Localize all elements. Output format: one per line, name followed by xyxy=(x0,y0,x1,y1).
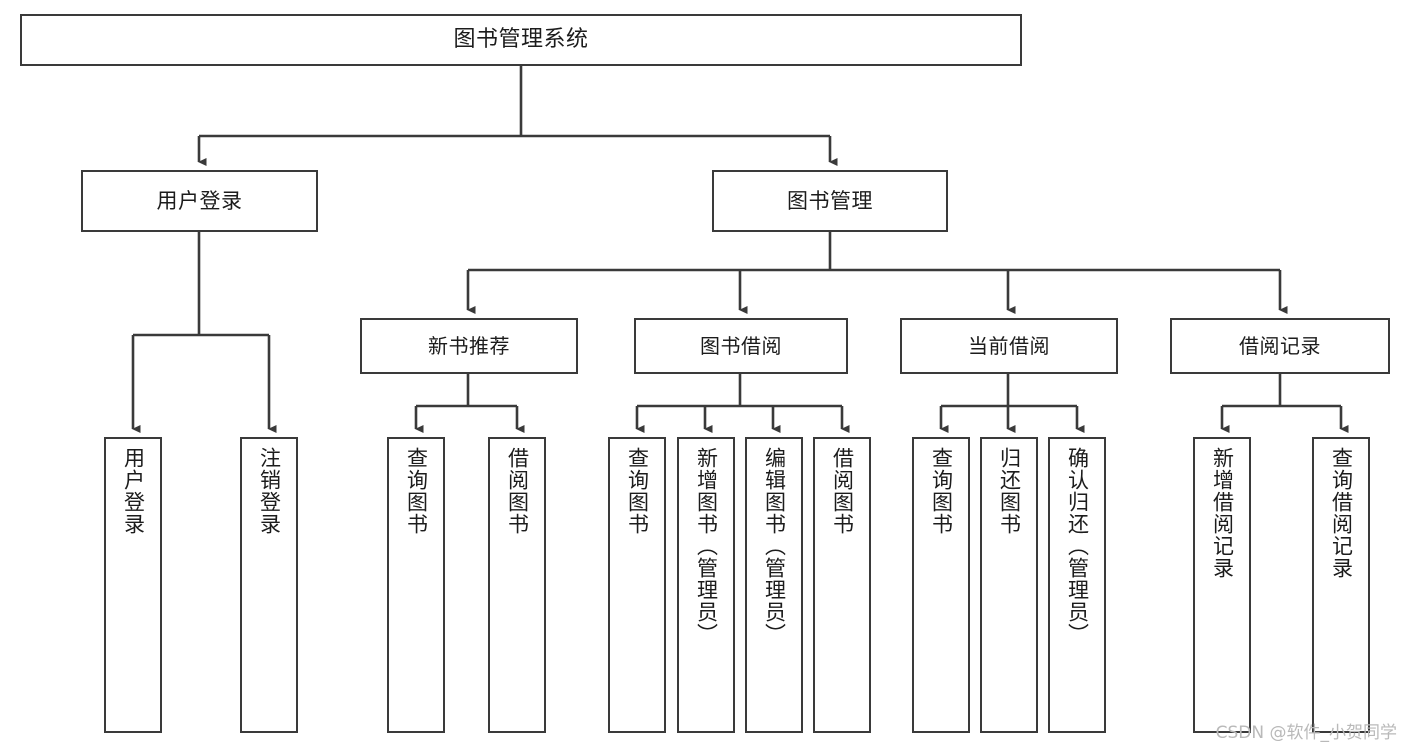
node-label: 查询图书 xyxy=(404,447,429,535)
leaf-edit-book-admin[interactable]: 编辑图书（管理员） xyxy=(745,437,803,733)
leaf-logout[interactable]: 注销登录 xyxy=(240,437,298,733)
node-new-book-recommend[interactable]: 新书推荐 xyxy=(360,318,578,374)
node-current-borrow[interactable]: 当前借阅 xyxy=(900,318,1118,374)
node-label: 图书借阅 xyxy=(700,333,782,358)
node-root-library-system[interactable]: 图书管理系统 xyxy=(20,14,1022,66)
node-label: 新书推荐 xyxy=(428,333,510,358)
leaf-confirm-return-admin[interactable]: 确认归还（管理员） xyxy=(1048,437,1106,733)
node-book-management[interactable]: 图书管理 xyxy=(712,170,948,232)
node-label: 新增借阅记录 xyxy=(1210,447,1235,579)
leaf-borrow-book-new[interactable]: 借阅图书 xyxy=(488,437,546,733)
leaf-query-book-borrow[interactable]: 查询图书 xyxy=(608,437,666,733)
node-label: 图书管理系统 xyxy=(453,27,589,53)
node-label: 图书管理 xyxy=(787,188,873,213)
node-label: 用户登录 xyxy=(121,447,146,535)
node-label: 当前借阅 xyxy=(968,333,1050,358)
node-label: 确认归还（管理员） xyxy=(1065,447,1090,645)
node-label: 借阅记录 xyxy=(1239,333,1321,358)
node-label: 借阅图书 xyxy=(505,447,530,535)
node-label: 用户登录 xyxy=(156,188,243,213)
leaf-add-borrow-record[interactable]: 新增借阅记录 xyxy=(1193,437,1251,733)
leaf-add-book-admin[interactable]: 新增图书（管理员） xyxy=(677,437,735,733)
node-label: 编辑图书（管理员） xyxy=(762,447,787,645)
leaf-return-book[interactable]: 归还图书 xyxy=(980,437,1038,733)
leaf-query-book-current[interactable]: 查询图书 xyxy=(912,437,970,733)
node-label: 新增图书（管理员） xyxy=(694,447,719,645)
node-book-borrow[interactable]: 图书借阅 xyxy=(634,318,848,374)
leaf-borrow-book[interactable]: 借阅图书 xyxy=(813,437,871,733)
node-label: 查询图书 xyxy=(625,447,650,535)
node-label: 查询图书 xyxy=(929,447,954,535)
node-borrow-record[interactable]: 借阅记录 xyxy=(1170,318,1390,374)
leaf-user-login[interactable]: 用户登录 xyxy=(104,437,162,733)
node-user-login[interactable]: 用户登录 xyxy=(81,170,318,232)
csdn-watermark: CSDN @软件_小贺同学 xyxy=(1215,723,1397,743)
node-label: 查询借阅记录 xyxy=(1329,447,1354,579)
node-label: 借阅图书 xyxy=(830,447,855,535)
node-label: 归还图书 xyxy=(997,447,1022,535)
leaf-query-borrow-record[interactable]: 查询借阅记录 xyxy=(1312,437,1370,733)
leaf-query-book-new[interactable]: 查询图书 xyxy=(387,437,445,733)
node-label: 注销登录 xyxy=(257,447,282,535)
